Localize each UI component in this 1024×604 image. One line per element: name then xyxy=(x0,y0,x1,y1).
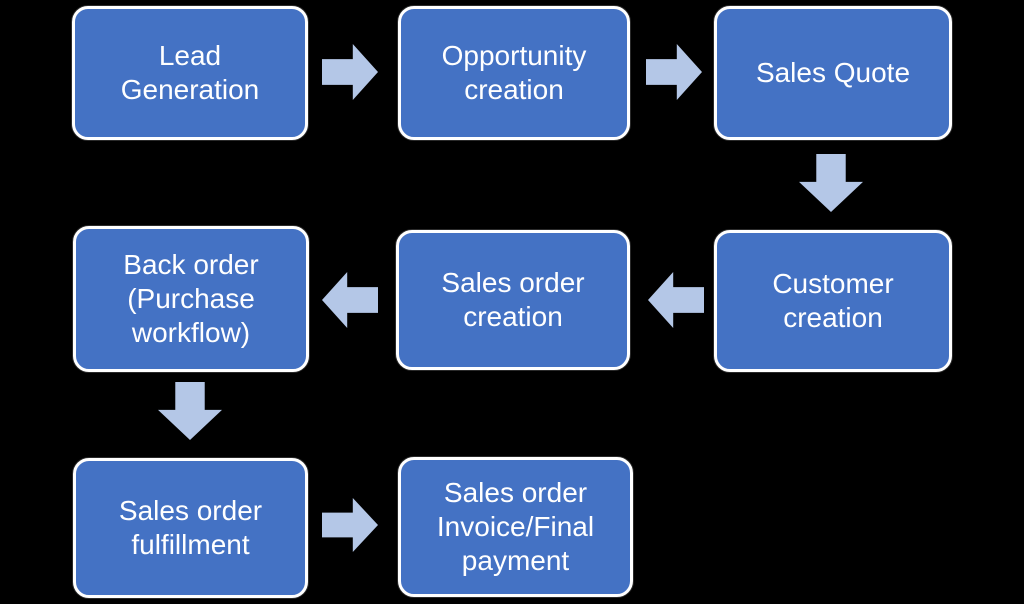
node-lead-generation: Lead Generation xyxy=(72,6,308,140)
right-arrow-icon xyxy=(322,498,378,552)
node-sales-order-creation: Sales order creation xyxy=(396,230,630,370)
down-arrow-icon xyxy=(799,154,863,212)
right-arrow-icon xyxy=(322,44,378,100)
node-back-order: Back order (Purchase workflow) xyxy=(73,226,309,372)
node-sales-quote: Sales Quote xyxy=(714,6,952,140)
node-sales-order-invoice-label: Sales order Invoice/Final payment xyxy=(436,476,595,577)
node-opportunity-creation: Opportunity creation xyxy=(398,6,630,140)
node-sales-order-creation-label: Sales order creation xyxy=(441,266,585,332)
node-customer-creation: Customer creation xyxy=(714,230,952,372)
node-sales-order-fulfillment: Sales order fulfillment xyxy=(73,458,308,598)
node-lead-generation-label: Lead Generation xyxy=(120,39,260,105)
down-arrow-icon xyxy=(158,382,222,440)
node-back-order-label: Back order (Purchase workflow) xyxy=(123,248,259,349)
right-arrow-icon xyxy=(646,44,702,100)
node-sales-quote-label: Sales Quote xyxy=(755,56,911,88)
node-sales-order-fulfillment-label: Sales order fulfillment xyxy=(118,494,263,560)
node-customer-creation-label: Customer creation xyxy=(772,267,894,333)
left-arrow-icon xyxy=(322,272,378,328)
node-opportunity-creation-label: Opportunity creation xyxy=(441,39,587,105)
node-sales-order-invoice: Sales order Invoice/Final payment xyxy=(398,457,633,597)
left-arrow-icon xyxy=(648,272,704,328)
